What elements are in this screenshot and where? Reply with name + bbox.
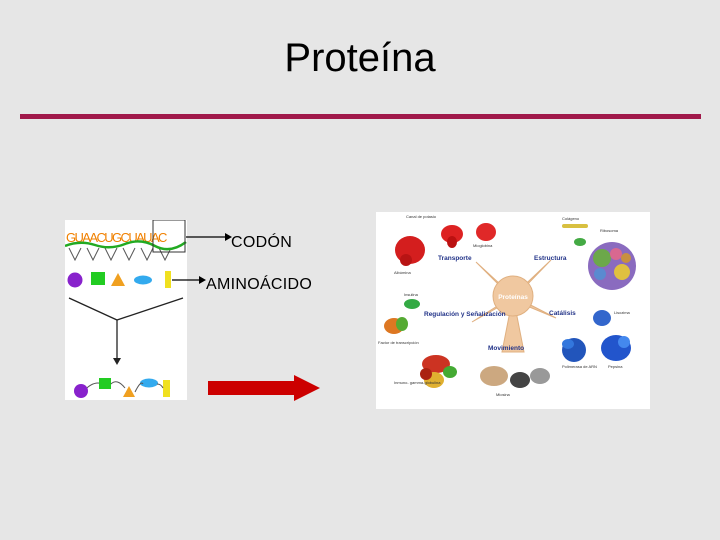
function-transport: Transporte	[438, 255, 472, 262]
amino-acid-triangle	[111, 273, 125, 286]
funnel-arrowhead	[113, 358, 121, 365]
trna-arms	[68, 247, 172, 262]
big-arrow-head	[294, 375, 320, 401]
function-movement: Movimiento	[488, 345, 524, 352]
structure-small-blob	[574, 238, 586, 246]
amino-acid-label: AMINOÁCIDO	[206, 276, 313, 293]
translation-diagram: GUAACUGCUAUAC	[64, 219, 187, 398]
protein-functions-panel: Proteínas Transporte Estructura Regulaci…	[376, 212, 650, 409]
function-regulation: Regulación y Señalización	[424, 311, 506, 318]
potassium-channel-blob	[441, 225, 463, 248]
label-rna-polymerase: Polimerasa de ARN	[562, 364, 597, 369]
codon-label: CODÓN	[231, 234, 293, 251]
amino-acid-rect	[165, 271, 171, 288]
center-label: Proteínas	[498, 294, 528, 301]
pepsin-blob	[601, 335, 631, 361]
codon-box	[152, 219, 186, 253]
label-myosin: Miosina	[496, 392, 511, 397]
label-albumin: Albúmina	[394, 270, 411, 275]
albumin-blob	[395, 236, 425, 266]
label-pepsin: Pepsina	[608, 364, 623, 369]
funnel-lines	[68, 297, 184, 360]
chain-square	[99, 378, 111, 389]
protein-functions-diagram: Proteínas Transporte Estructura Regulaci…	[378, 214, 636, 397]
collagen-blob	[562, 224, 588, 228]
translation-panel: GUAACUGCUAUAC	[64, 219, 187, 400]
function-structure: Estructura	[534, 255, 567, 262]
label-collagen: Colágeno	[562, 216, 580, 221]
myoglobin-blob	[476, 223, 496, 241]
rna-polymerase-blob	[562, 338, 586, 362]
mrna-strand	[64, 240, 187, 251]
lysozyme-blob	[593, 310, 611, 326]
gamma-globulin-blob	[420, 355, 457, 388]
ribosome-blob	[588, 242, 636, 290]
chain-circle	[74, 384, 88, 398]
label-transcription-factor: Factor de transcripción	[378, 340, 419, 345]
amino-acid-square	[91, 272, 105, 285]
center-star	[471, 259, 557, 353]
chain-ellipse	[140, 378, 158, 388]
label-insulin: Insulina	[404, 292, 419, 297]
insulin-blob	[404, 299, 420, 309]
amino-arrowhead	[199, 276, 206, 284]
label-ribosome: Ribosoma	[600, 228, 619, 233]
label-gamma-globulin: Inmuno- gamma-globulina	[394, 380, 441, 385]
amino-acid-ellipse	[134, 275, 152, 285]
myosin-blob	[480, 366, 550, 388]
amino-acid-circle	[67, 272, 83, 288]
label-lysozyme: Lisozima	[614, 310, 631, 315]
page-title: Proteína	[284, 36, 436, 80]
chain-triangle	[123, 386, 135, 397]
title-divider	[20, 114, 701, 119]
transcription-factor-blob	[384, 317, 408, 334]
label-myoglobin: Mioglobina	[473, 243, 493, 248]
big-arrow-shaft	[208, 381, 296, 395]
label-potassium-channel: Canal de potasio	[406, 214, 437, 219]
function-catalysis: Catálisis	[549, 310, 576, 317]
chain-rect	[163, 380, 170, 397]
